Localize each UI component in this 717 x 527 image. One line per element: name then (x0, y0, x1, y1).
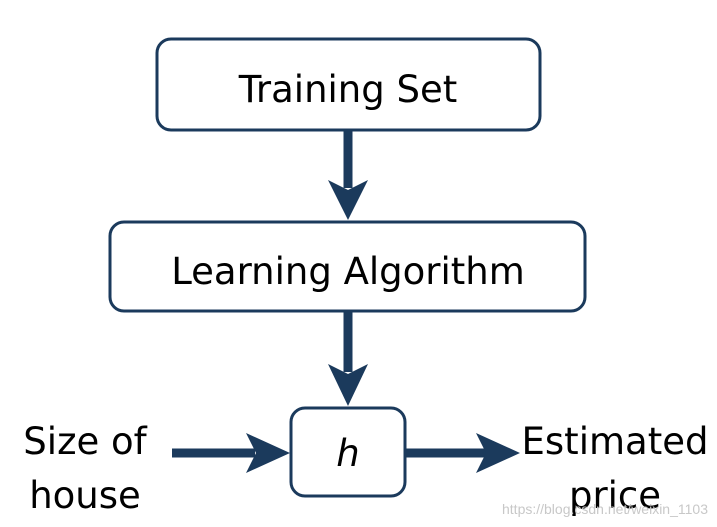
input-label: Size of house (23, 420, 147, 517)
arrow-input-to-h (172, 433, 290, 473)
input-label-line1: Size of (23, 420, 147, 463)
arrow-learning-to-h (328, 312, 368, 406)
output-label-line2: price (569, 474, 661, 517)
output-label: Estimated price (522, 420, 709, 517)
node-training-set-label: Training Set (238, 68, 458, 111)
node-training-set: Training Set (155, 37, 542, 132)
output-label-line1: Estimated (522, 420, 709, 463)
input-label-line2: house (29, 474, 141, 517)
node-learning-algorithm: Learning Algorithm (108, 220, 587, 313)
node-hypothesis-label: h (336, 432, 359, 475)
node-hypothesis: h (289, 406, 407, 498)
arrow-training-to-learning (328, 131, 368, 220)
node-learning-algorithm-label: Learning Algorithm (171, 250, 525, 293)
watermark-text: https://blog.csdn.net/weixin_1103 (502, 501, 708, 517)
arrow-h-to-output (406, 433, 520, 473)
